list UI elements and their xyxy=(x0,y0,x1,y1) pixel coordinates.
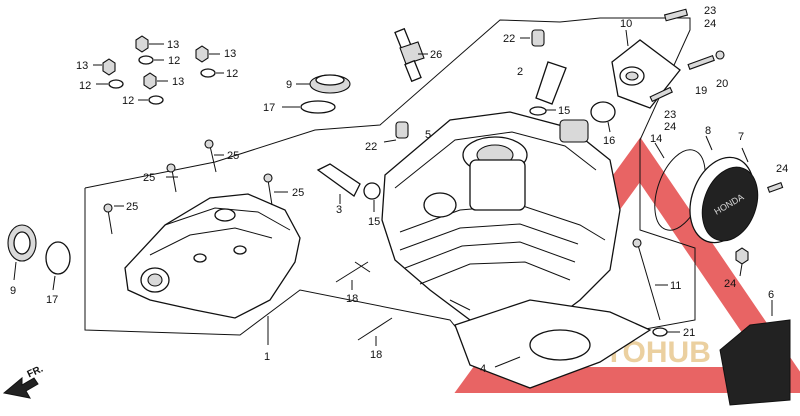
assembly-outline xyxy=(84,17,696,366)
callout-23: 23 xyxy=(664,109,676,121)
callout-18: 18 xyxy=(370,349,382,361)
callout-18: 18 xyxy=(346,293,358,305)
callout-6: 6 xyxy=(768,289,774,301)
oil-seal-lower xyxy=(7,224,71,291)
callout-15: 15 xyxy=(558,105,570,117)
callout-3: 3 xyxy=(336,204,342,216)
callout-24: 24 xyxy=(704,18,716,30)
callout-9: 9 xyxy=(286,79,292,91)
head-gasket xyxy=(454,299,652,389)
callout-12: 12 xyxy=(168,55,180,67)
callout-8: 8 xyxy=(705,125,711,137)
callout-19: 19 xyxy=(695,85,707,97)
callout-13: 13 xyxy=(167,39,179,51)
callout-23: 23 xyxy=(704,5,716,17)
nut-washer-cluster xyxy=(93,35,224,105)
cylinder-head xyxy=(354,111,621,331)
callout-26: 26 xyxy=(430,49,442,61)
callout-12: 12 xyxy=(122,95,134,107)
callout-24: 24 xyxy=(776,163,788,175)
callout-24: 24 xyxy=(724,278,736,290)
callout-5: 5 xyxy=(425,129,431,141)
cylinder-head-cover xyxy=(124,193,301,345)
callout-12: 12 xyxy=(79,80,91,92)
front-direction-indicator: FR. xyxy=(2,364,45,399)
callout-25: 25 xyxy=(143,172,155,184)
alternate-cover xyxy=(719,300,791,406)
callout-17: 17 xyxy=(46,294,58,306)
callout-1: 1 xyxy=(264,351,270,363)
cover-bolts xyxy=(103,139,288,235)
callout-21: 21 xyxy=(683,327,695,339)
studs xyxy=(335,261,393,346)
callout-15: 15 xyxy=(368,216,380,228)
callout-labels: 13 13 13 13 12 12 12 12 9 17 26 22 2 15 … xyxy=(10,5,788,375)
through-bolt xyxy=(632,238,680,337)
callout-13: 13 xyxy=(224,48,236,60)
valve-fitting xyxy=(316,163,381,212)
callout-9: 9 xyxy=(10,285,16,297)
callout-11: 11 xyxy=(670,280,681,292)
callout-13: 13 xyxy=(76,60,88,72)
callout-2: 2 xyxy=(517,66,523,78)
callout-25: 25 xyxy=(292,187,304,199)
callout-20: 20 xyxy=(716,78,728,90)
callout-25: 25 xyxy=(126,201,138,213)
callout-25: 25 xyxy=(227,150,239,162)
oil-seal-upper xyxy=(282,74,351,114)
callout-4: 4 xyxy=(480,363,486,375)
callout-24: 24 xyxy=(664,121,676,133)
callout-22: 22 xyxy=(365,141,377,153)
callout-12: 12 xyxy=(226,68,238,80)
callout-14: 14 xyxy=(650,133,662,145)
spark-plug xyxy=(394,27,428,83)
callout-22: 22 xyxy=(503,33,515,45)
tensioner-cover xyxy=(590,8,725,133)
side-cover-assembly: HONDA xyxy=(654,135,784,277)
callout-13: 13 xyxy=(172,76,184,88)
callout-10: 10 xyxy=(620,18,632,30)
callout-7: 7 xyxy=(738,131,744,143)
callout-16: 16 xyxy=(603,135,615,147)
front-label: FR. xyxy=(26,364,45,381)
callout-17: 17 xyxy=(263,102,275,114)
